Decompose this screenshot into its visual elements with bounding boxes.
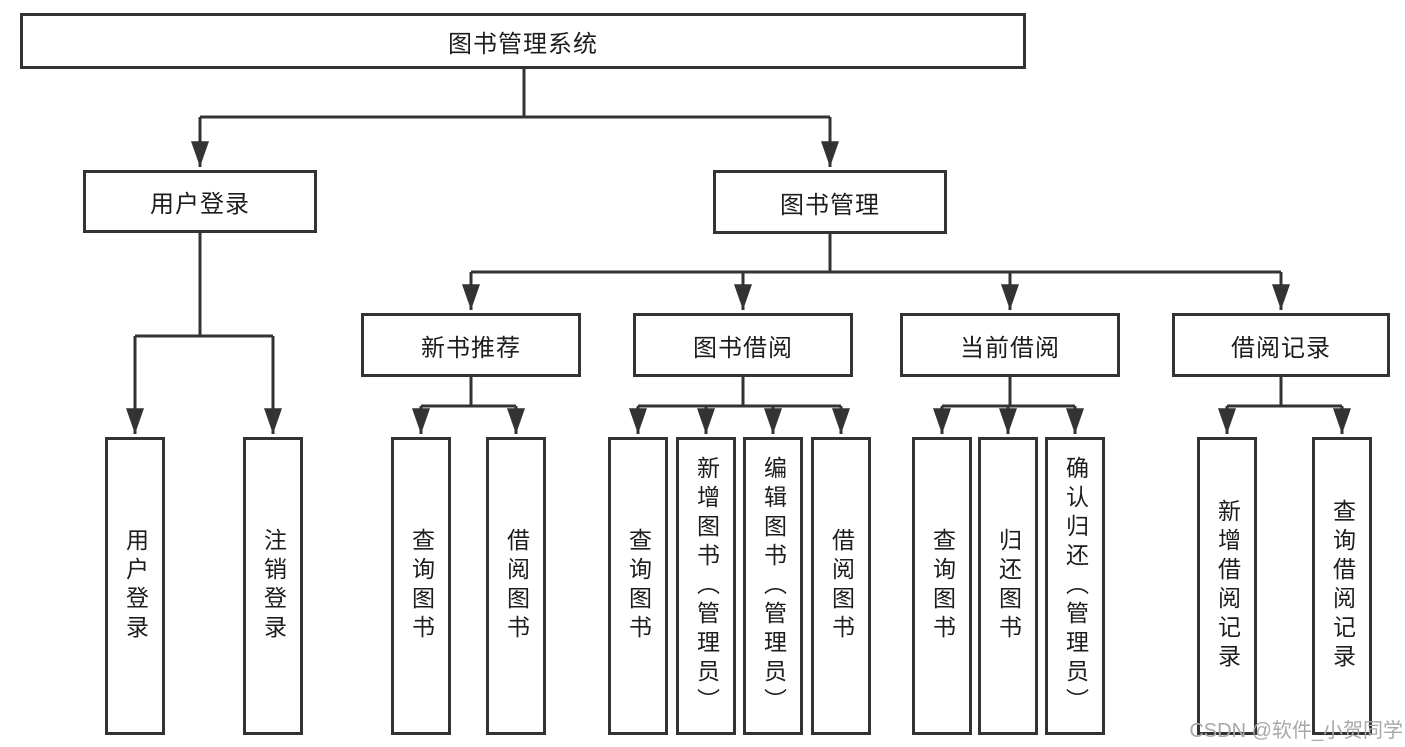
node-leaf-cb-query-books-label: 查询图书 — [929, 528, 956, 644]
node-leaf-cb-return-books: 归还图书 — [978, 437, 1038, 735]
node-book-borrowing: 图书借阅 — [633, 313, 853, 377]
node-leaf-rec-borrow-books: 借阅图书 — [486, 437, 546, 735]
node-leaf-br-add-record-label: 新增借阅记录 — [1214, 499, 1241, 673]
node-leaf-br-query-record-label: 查询借阅记录 — [1329, 499, 1356, 673]
node-leaf-br-query-record: 查询借阅记录 — [1312, 437, 1372, 735]
node-leaf-rec-query-books: 查询图书 — [391, 437, 451, 735]
node-leaf-bb-query-books: 查询图书 — [608, 437, 668, 735]
node-leaf-bb-edit-books-admin: 编辑图书（管理员） — [743, 437, 803, 735]
node-leaf-logout: 注销登录 — [243, 437, 303, 735]
node-leaf-cb-query-books: 查询图书 — [912, 437, 972, 735]
node-leaf-logout-label: 注销登录 — [260, 528, 287, 644]
node-leaf-bb-add-books-admin-label: 新增图书（管理员） — [693, 455, 720, 717]
node-book-borrowing-label: 图书借阅 — [693, 334, 793, 362]
node-new-book-recommendation: 新书推荐 — [361, 313, 581, 377]
node-book-management: 图书管理 — [713, 170, 947, 234]
node-borrowing-records: 借阅记录 — [1172, 313, 1390, 377]
node-borrowing-records-label: 借阅记录 — [1231, 334, 1331, 362]
node-leaf-bb-add-books-admin: 新增图书（管理员） — [676, 437, 736, 735]
node-leaf-rec-borrow-books-label: 借阅图书 — [503, 528, 530, 644]
node-leaf-cb-confirm-return-admin-label: 确认归还（管理员） — [1062, 455, 1089, 717]
node-new-book-recommendation-label: 新书推荐 — [421, 334, 521, 362]
node-current-borrowing-label: 当前借阅 — [960, 334, 1060, 362]
node-leaf-cb-confirm-return-admin: 确认归还（管理员） — [1045, 437, 1105, 735]
node-current-borrowing: 当前借阅 — [900, 313, 1120, 377]
node-leaf-rec-query-books-label: 查询图书 — [408, 528, 435, 644]
node-leaf-user-login: 用户登录 — [105, 437, 165, 735]
node-leaf-user-login-label: 用户登录 — [122, 528, 149, 644]
node-leaf-bb-query-books-label: 查询图书 — [625, 528, 652, 644]
csdn-watermark: CSDN @软件_小贺同学 — [1189, 720, 1403, 742]
node-leaf-bb-edit-books-admin-label: 编辑图书（管理员） — [760, 455, 787, 717]
node-library-management-system: 图书管理系统 — [20, 13, 1026, 69]
node-library-management-system-label: 图书管理系统 — [448, 30, 598, 58]
node-book-management-label: 图书管理 — [780, 191, 880, 219]
node-leaf-bb-borrow-books-label: 借阅图书 — [828, 528, 855, 644]
node-leaf-cb-return-books-label: 归还图书 — [995, 528, 1022, 644]
node-user-login: 用户登录 — [83, 170, 317, 233]
node-leaf-bb-borrow-books: 借阅图书 — [811, 437, 871, 735]
node-user-login-label: 用户登录 — [150, 191, 250, 218]
node-leaf-br-add-record: 新增借阅记录 — [1197, 437, 1257, 735]
